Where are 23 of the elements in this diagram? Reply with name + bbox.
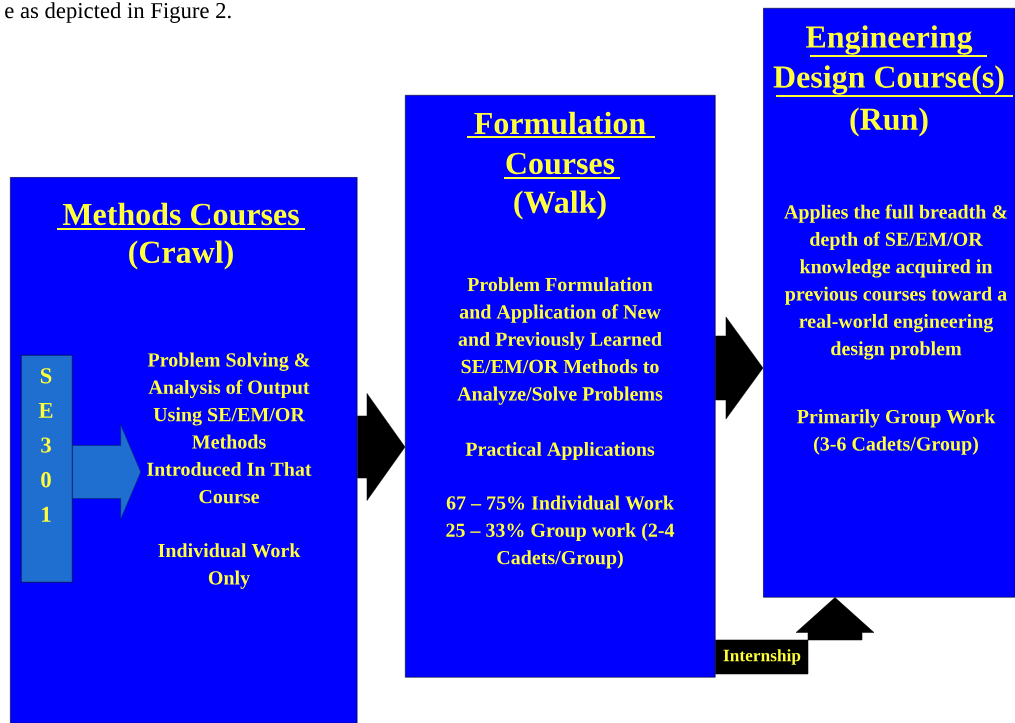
- description-text: Applies the full breadth & depth of SE/EM/OR knowledge acquired in previous courses toward a real-world engineering design problem: [784, 204, 1008, 360]
- subheading: (Walk): [514, 190, 606, 220]
- subheading: (Run): [850, 107, 928, 137]
- course-code-box: [21, 355, 73, 583]
- description-text: Practical Applications: [465, 441, 655, 461]
- description-text: Primarily Group Work (3-6 Cadets/Group): [797, 409, 996, 455]
- course-box: [763, 8, 1015, 598]
- description-text: Problem Formulation and Application of New and Previously Learned SE/EM/OR Methods to Analyze/Solve Problems: [457, 277, 663, 405]
- course-box: [10, 177, 358, 723]
- block-arrow: [72, 424, 141, 520]
- block-arrow: [715, 597, 875, 675]
- block-arrow: [357, 393, 406, 501]
- subheading: (Crawl): [129, 240, 233, 270]
- course-code: S E 3 0 1: [38, 368, 53, 522]
- page-text: e as depicted in Figure 2.: [5, 2, 231, 23]
- block-arrow: [715, 316, 764, 420]
- heading: Formulation Courses: [474, 111, 646, 175]
- heading: Methods Courses: [62, 202, 299, 226]
- description-text: 67 – 75% Individual Work 25 – 33% Group work (2-4 Cadets/Group): [446, 495, 675, 569]
- heading: Engineering Design Course(s): [773, 25, 1004, 95]
- description-text: Problem Solving & Analysis of Output Using SE/EM/OR Methods Introduced In That Course: [147, 352, 312, 504]
- description-text: Individual Work Only: [158, 543, 301, 589]
- course-box: [405, 95, 716, 678]
